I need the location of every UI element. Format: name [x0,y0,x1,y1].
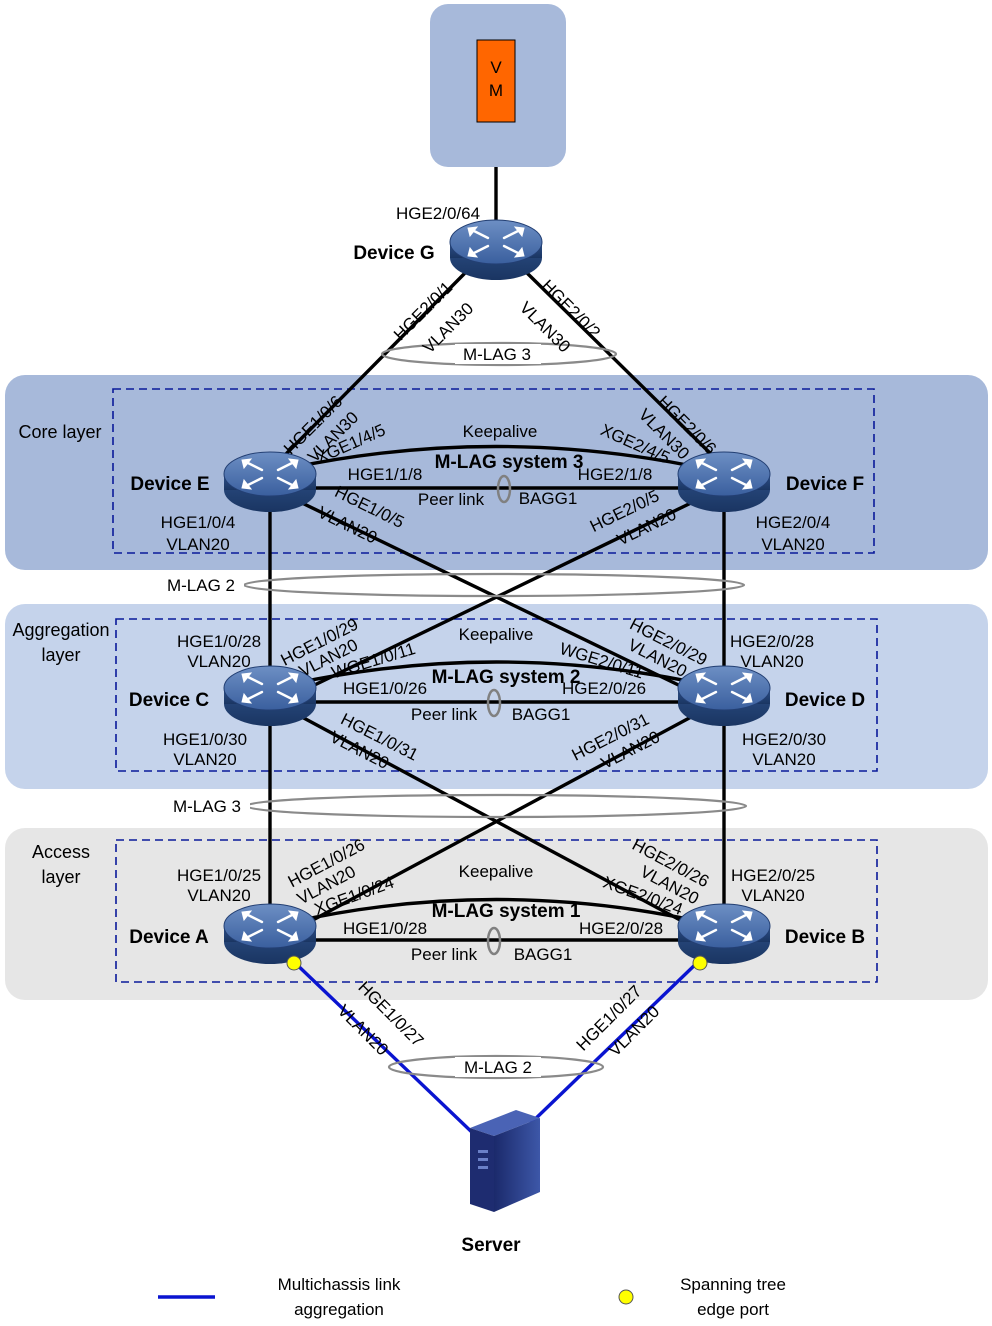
link-a-server [290,958,480,1140]
device-a-label: Device A [129,927,209,948]
vm-label-m: M [489,81,503,100]
device-f-switch-icon[interactable] [676,450,772,514]
keepalive-a-b-label: Keepalive [459,862,534,881]
device-b-switch-icon[interactable] [676,902,772,966]
link-c-d-keepalive [291,660,703,686]
device-d-switch-icon[interactable] [676,664,772,728]
port-d-peer-label: HGE2/0/26 [562,679,646,698]
mlag-group-server-label: M-LAG 2 [464,1058,532,1077]
device-f-label: Device F [786,474,864,495]
port-g-up-label: HGE2/0/64 [396,204,480,223]
peer-link-e-f-marker [496,474,512,504]
link-b-server [528,958,702,1126]
peer-link-a-b-marker [486,926,502,956]
mlag-system-3-label: M-LAG system 3 [435,452,584,473]
group-server-label-bg [455,1057,541,1077]
port-e-down-vlan: VLAN20 [166,535,229,554]
access-layer-label-2: layer [41,867,80,887]
port-f-peer-label: HGE2/1/8 [578,465,653,484]
keepalive-c-d-label: Keepalive [459,625,534,644]
port-c-down-label: HGE1/0/30 [163,730,247,749]
mlag-group-core-agg-label: M-LAG 2 [167,576,235,595]
port-b-peer-label: HGE2/0/28 [579,919,663,938]
port-b-up-label: HGE2/0/25 [731,866,815,885]
vm-box [476,39,516,123]
port-e-peer-label: HGE1/1/8 [348,465,423,484]
peer-link-a-b-label: Peer link [411,945,478,964]
legend-edge-label-1: Spanning tree [680,1275,786,1294]
mlag-group-top-label: M-LAG 3 [463,345,531,364]
legend-mlag-label-1: Multichassis link [278,1275,401,1294]
mlag-system-2-box [115,618,878,772]
device-b-label: Device B [785,927,865,948]
aggregation-layer-label-1: Aggregation [12,620,109,640]
port-d-up-vlan: VLAN20 [740,652,803,671]
port-f-down-vlan: VLAN20 [761,535,824,554]
bagg-a-b-label: BAGG1 [514,945,573,964]
device-g-switch-icon[interactable] [448,218,544,282]
port-b-up-vlan: VLAN20 [741,886,804,905]
port-c-up-label: HGE1/0/28 [177,632,261,651]
link-g-f [524,270,714,457]
device-d-label: Device D [785,690,865,711]
device-g-label: Device G [353,243,434,264]
port-e-down-label: HGE1/0/4 [161,513,236,532]
port-f-down-label: HGE2/0/4 [756,513,831,532]
link-a-b-keepalive [291,897,703,924]
group-agg-access-label-bg [164,796,250,816]
device-e-label: Device E [130,474,209,495]
edge-port-b-icon [692,955,708,971]
legend-edge-port-icon [618,1289,634,1305]
device-c-label: Device C [129,690,210,711]
link-g-e [283,270,468,457]
mlag-group-core-agg [242,572,746,598]
peer-link-c-d-label: Peer link [411,705,478,724]
access-layer-label-1: Access [32,842,90,862]
mlag-group-top [380,341,618,367]
peer-link-c-d-marker [486,688,502,718]
mlag-system-2-label: M-LAG system 2 [432,667,581,688]
server-icon[interactable] [470,1110,540,1212]
vm-label-v: V [490,58,502,77]
peer-link-e-f-label: Peer link [418,490,485,509]
mlag-group-agg-access-label: M-LAG 3 [173,797,241,816]
device-a-switch-icon[interactable] [222,902,318,966]
core-layer-band [5,375,988,570]
port-c-down-vlan: VLAN20 [173,750,236,769]
port-a-up-vlan: VLAN20 [187,886,250,905]
port-a-up-label: HGE1/0/25 [177,866,261,885]
bagg-e-f-label: BAGG1 [519,489,578,508]
legend-edge-label-2: edge port [697,1300,769,1319]
group-top-label-bg [455,344,541,364]
port-c-up-vlan: VLAN20 [187,652,250,671]
edge-port-a-icon [286,955,302,971]
core-layer-label: Core layer [18,422,101,442]
keepalive-e-f-label: Keepalive [463,422,538,441]
port-d-down-label: HGE2/0/30 [742,730,826,749]
link-d-a [297,714,694,930]
port-d-up-label: HGE2/0/28 [730,632,814,651]
aggregation-layer-band [5,604,988,789]
link-f-c [297,500,694,695]
port-d-down-vlan: VLAN20 [752,750,815,769]
server-label: Server [461,1235,521,1256]
device-e-switch-icon[interactable] [222,450,318,514]
mlag-system-3-box [112,388,875,554]
legend-mlag-label-2: aggregation [294,1300,384,1319]
link-e-f-keepalive [289,444,703,470]
mlag-group-agg-access [244,793,748,819]
group-core-agg-label-bg [158,575,244,595]
port-a-peer-label: HGE1/0/28 [343,919,427,938]
aggregation-layer-label-2: layer [41,645,80,665]
mlag-group-server [387,1054,605,1080]
mlag-system-1-label: M-LAG system 1 [432,901,581,922]
bagg-c-d-label: BAGG1 [512,705,571,724]
port-c-peer-label: HGE1/0/26 [343,679,427,698]
mlag-system-1-box [115,839,878,983]
